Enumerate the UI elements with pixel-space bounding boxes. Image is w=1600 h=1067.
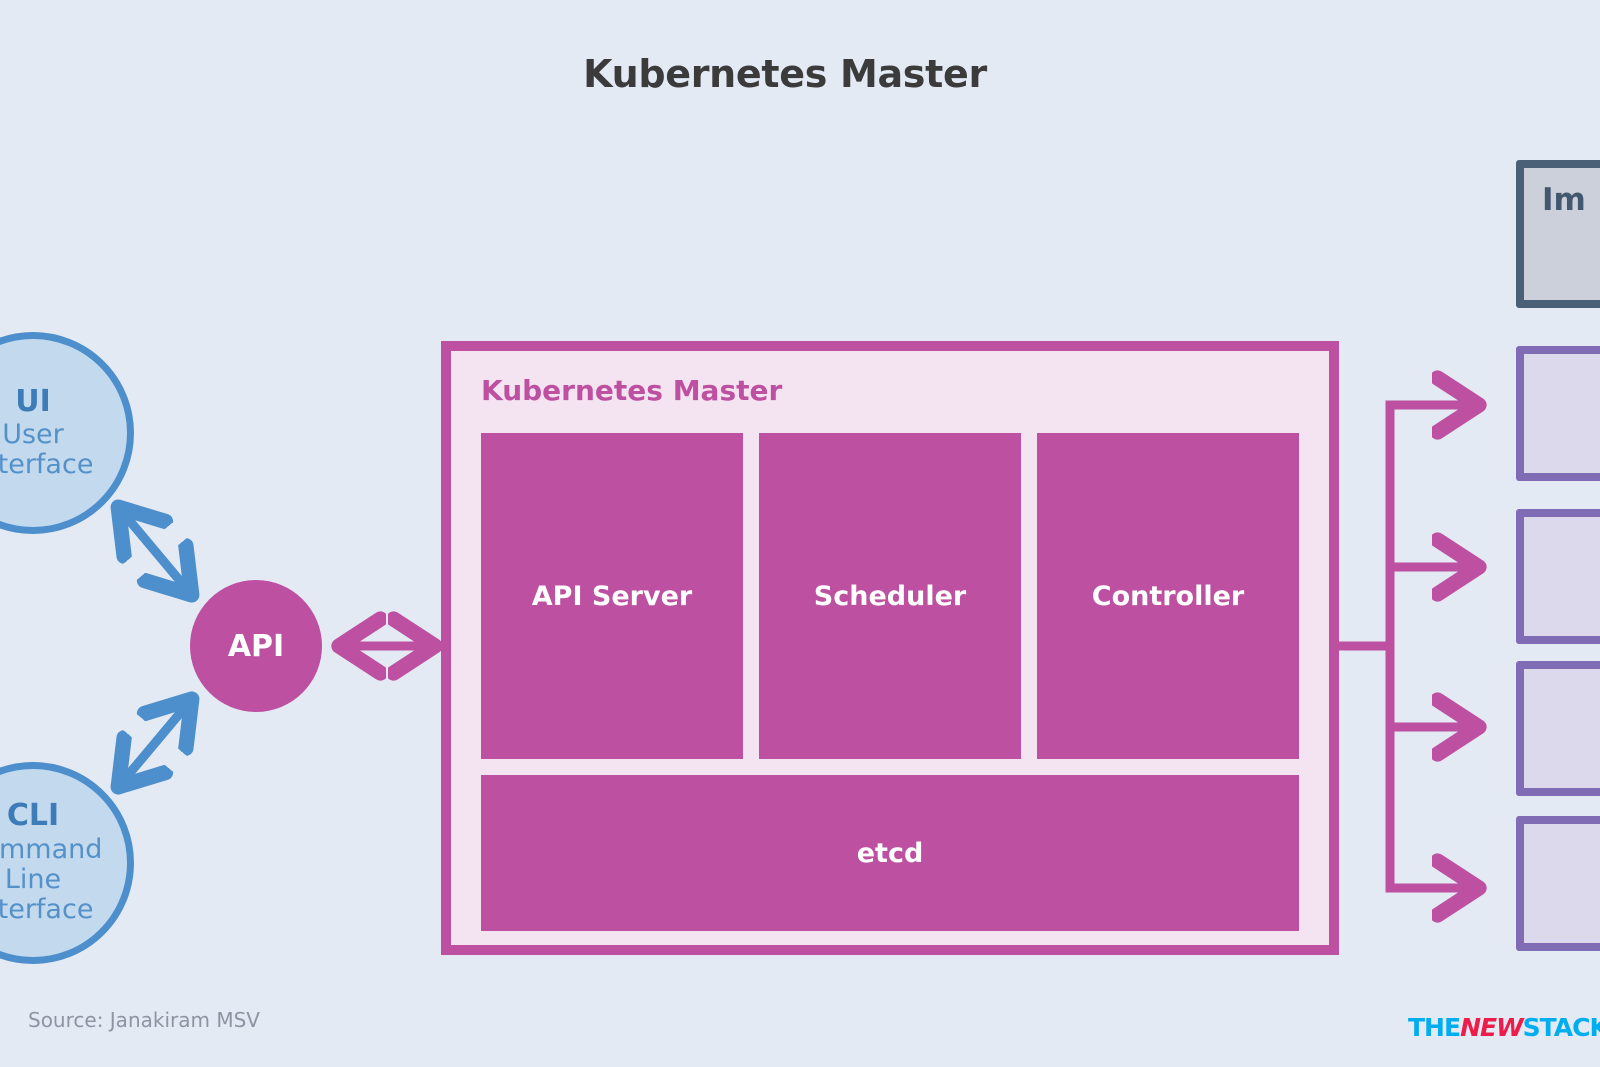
client-circle-ui-abbr: UI [15, 383, 51, 419]
client-circle-cli-description: Command Line Interface [0, 833, 103, 926]
thenewstack-logo: THENEWSTACK [1408, 1013, 1600, 1042]
kubernetes-master-label: Kubernetes Master [481, 374, 783, 407]
arrow-master-to-nodes [1334, 405, 1470, 888]
component-etcd: etcd [481, 775, 1299, 931]
worker-node-box-2 [1516, 509, 1600, 644]
page-title: Kubernetes Master [583, 52, 987, 96]
image-registry-box: Im [1516, 160, 1600, 308]
logo-segment-stack: STACK [1522, 1013, 1600, 1042]
worker-node-box-4 [1516, 816, 1600, 951]
worker-node-box-1 [1516, 346, 1600, 481]
logo-segment-new: NEW [1460, 1013, 1524, 1042]
client-circle-ui: UI User Interface [0, 332, 134, 534]
arrow-cli-to-api [124, 706, 186, 780]
worker-node-box-3 [1516, 661, 1600, 796]
arrow-ui-to-api [124, 514, 186, 588]
api-gateway-circle: API [190, 580, 322, 712]
component-api-server: API Server [481, 433, 743, 759]
component-scheduler: Scheduler [759, 433, 1021, 759]
source-attribution: Source: Janakiram MSV [28, 1008, 260, 1032]
kubernetes-master-box: Kubernetes Master API Server Scheduler C… [441, 341, 1339, 955]
client-circle-cli-abbr: CLI [6, 798, 60, 834]
client-circle-cli: CLI Command Line Interface [0, 762, 134, 964]
image-registry-label: Im [1542, 182, 1586, 218]
client-circle-ui-description: User Interface [0, 418, 94, 481]
master-component-row: API Server Scheduler Controller [481, 433, 1299, 759]
logo-segment-the: THE [1408, 1013, 1461, 1042]
component-controller: Controller [1037, 433, 1299, 759]
